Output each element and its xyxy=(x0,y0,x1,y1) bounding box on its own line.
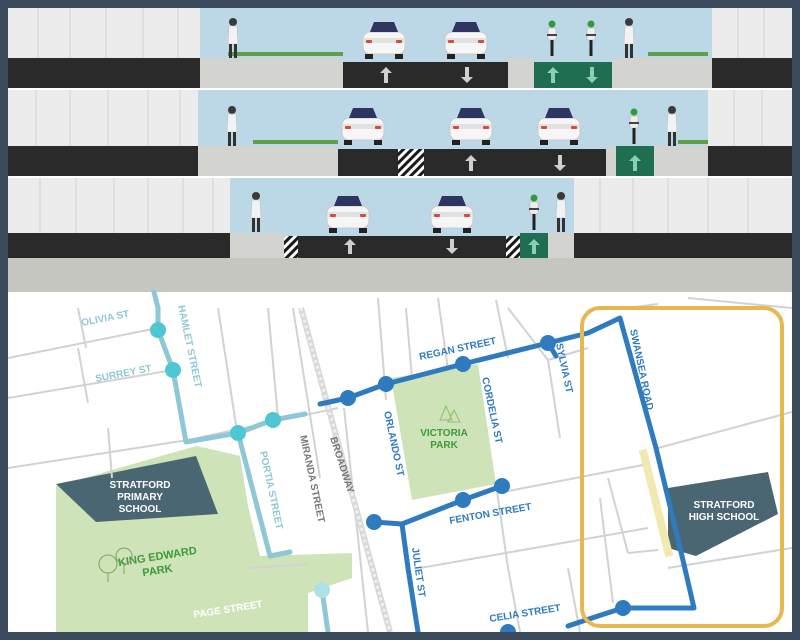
parking-lane xyxy=(338,149,398,176)
high-school-label-line-1: STRATFORD xyxy=(694,500,755,511)
tree-icon xyxy=(439,404,461,423)
building-left xyxy=(8,178,230,233)
victoria-park-area xyxy=(391,364,496,500)
curb xyxy=(606,146,616,176)
highlight-box xyxy=(580,306,784,628)
bike-lane-two-way xyxy=(534,62,612,88)
primary-school-label-line-1: STRATFORD xyxy=(110,480,171,491)
sidewalk-left xyxy=(230,233,284,258)
building-base-left xyxy=(8,146,198,176)
building-base-right xyxy=(574,233,792,258)
primary-school-label: STRATFORD PRIMARY SCHOOL xyxy=(110,480,171,515)
hatched-buffer xyxy=(284,236,298,258)
traffic-lanes xyxy=(343,62,508,88)
street-section-1 xyxy=(8,8,792,88)
sidewalk-right xyxy=(612,58,712,88)
primary-school-label-line-3: SCHOOL xyxy=(119,504,162,515)
street-section-2 xyxy=(8,90,792,176)
building-left xyxy=(8,8,200,58)
stratford-primary-school xyxy=(56,456,218,522)
buffer xyxy=(508,58,534,88)
building-base-right xyxy=(708,146,792,176)
ground-strip xyxy=(8,258,792,292)
lane-arrows xyxy=(465,155,566,171)
street-section-3 xyxy=(8,178,792,292)
planting-left xyxy=(228,52,343,56)
building-base-left xyxy=(8,58,200,88)
sidewalk-left xyxy=(200,58,343,88)
route-segment-highlight xyxy=(638,448,674,558)
hatched-buffer xyxy=(398,149,424,176)
traffic-lanes xyxy=(424,149,606,176)
primary-school-label-line-2: PRIMARY xyxy=(117,492,163,503)
victoria-park-label: VICTORIA PARK xyxy=(420,428,468,451)
high-school-label-line-2: HIGH SCHOOL xyxy=(689,512,760,523)
lane-arrows xyxy=(380,67,473,83)
rail-line xyxy=(298,307,393,632)
minor-route-nodes xyxy=(150,322,281,441)
victoria-park-label-line-2: PARK xyxy=(430,440,458,451)
planting-left xyxy=(253,140,338,144)
tree-icon xyxy=(98,547,133,582)
victoria-park-label-line-1: VICTORIA xyxy=(420,428,468,439)
building-left xyxy=(8,90,198,146)
building-right xyxy=(574,178,792,233)
bike-lane-arrows xyxy=(629,155,641,171)
stratford-high-school xyxy=(668,472,778,556)
planting-right xyxy=(648,52,708,56)
building-right xyxy=(708,90,792,146)
street-and-map-figure: OLIVIA ST SURREY ST HAMLET STREET PORTIA… xyxy=(8,8,792,632)
building-base-right xyxy=(712,58,792,88)
lane-arrows xyxy=(344,239,458,254)
bike-lane-arrows xyxy=(528,239,540,254)
hatched-buffer xyxy=(506,236,520,258)
sidewalk-left xyxy=(198,146,338,176)
minor-route-node xyxy=(314,582,330,598)
planting-right xyxy=(678,140,708,144)
high-school-label: STRATFORD HIGH SCHOOL xyxy=(689,500,760,523)
route-map: OLIVIA ST SURREY ST HAMLET STREET PORTIA… xyxy=(8,289,792,632)
traffic-lanes xyxy=(298,236,506,258)
street-grid xyxy=(8,297,792,632)
figure-canvas: OLIVIA ST SURREY ST HAMLET STREET PORTIA… xyxy=(8,8,792,632)
building-base-left xyxy=(8,233,230,258)
major-route-nodes xyxy=(340,335,631,632)
sidewalk-right xyxy=(548,233,574,258)
building-right xyxy=(712,8,792,58)
bike-lane-arrows xyxy=(547,67,598,83)
sidewalk-right xyxy=(654,146,708,176)
king-edward-park-label-line-2: PARK xyxy=(142,563,174,580)
